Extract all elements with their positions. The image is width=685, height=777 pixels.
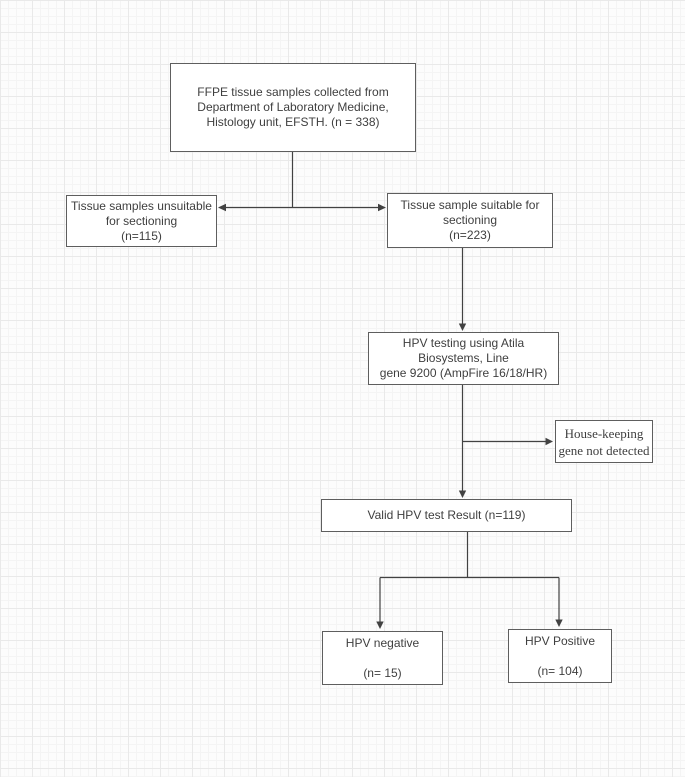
edge-branch-housekeeping: [462, 437, 553, 446]
edge-collected-split: [218, 152, 386, 212]
arrow-right-icon: [378, 203, 386, 212]
arrow-right-icon: [545, 437, 553, 446]
node-ffpe-samples-collected[interactable]: FFPE tissue samples collected from Depar…: [170, 63, 416, 152]
arrow-down-icon: [458, 490, 467, 498]
node-samples-unsuitable[interactable]: Tissue samples unsuitable for sectioning…: [66, 195, 217, 247]
arrow-down-icon: [458, 323, 467, 331]
edge-suitable-to-testing: [458, 248, 467, 331]
node-hpv-testing[interactable]: HPV testing using Atila Biosystems, Line…: [368, 332, 559, 385]
node-samples-suitable[interactable]: Tissue sample suitable for sectioning (n…: [387, 193, 553, 248]
arrow-down-icon: [376, 621, 384, 629]
node-valid-test-result[interactable]: Valid HPV test Result (n=119): [321, 499, 572, 532]
arrow-down-icon: [555, 619, 563, 627]
edge-valid-split: [376, 532, 563, 629]
node-hpv-negative[interactable]: HPV negative (n= 15): [322, 631, 443, 685]
edge-testing-to-valid: [458, 385, 467, 498]
node-hpv-positive[interactable]: HPV Positive (n= 104): [508, 629, 612, 683]
node-housekeeping-gene-not-detected[interactable]: House-keeping gene not detected: [555, 420, 653, 463]
arrow-left-icon: [218, 203, 226, 212]
